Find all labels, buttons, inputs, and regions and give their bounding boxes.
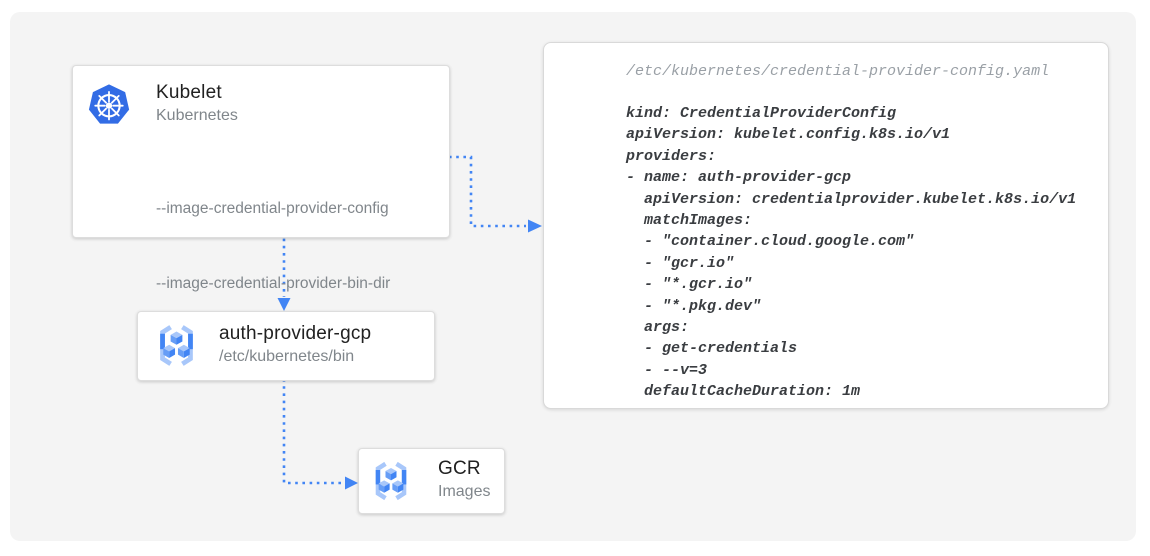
yaml-line: kind: CredentialProviderConfig [626,105,897,122]
config-file-path: /etc/kubernetes/credential-provider-conf… [626,63,1050,80]
yaml-line: - get-credentials [626,340,798,358]
config-file-contents: kind: CredentialProviderConfig apiVersio… [626,103,1108,403]
kubelet-node: Kubelet Kubernetes --image-credential-pr… [72,65,450,292]
yaml-line: - "container.cloud.google.com" [626,233,915,251]
yaml-line: - name: auth-provider-gcp [626,169,852,187]
arrowhead-to-gcr [345,476,358,490]
gcr-subtitle: Images [438,483,491,500]
yaml-line: - "*.gcr.io" [626,276,753,294]
diagram-background: Kubelet Kubernetes --image-credential-pr… [10,12,1136,541]
gcr-title: GCR [438,458,481,479]
yaml-line: defaultCacheDuration: 1m [626,383,861,401]
yaml-line: matchImages: [626,212,753,230]
yaml-line: apiVersion: kubelet.config.k8s.io/v1 [626,126,951,144]
yaml-line: - "*.pkg.dev" [626,297,762,315]
kubelet-title: Kubelet [156,82,222,103]
auth-provider-gcp-node: auth-provider-gcp /etc/kubernetes/bin [137,311,435,381]
kubelet-flags: --image-credential-provider-config --ima… [156,146,390,346]
yaml-line: apiVersion: credentialprovider.kubelet.k… [626,190,1077,208]
flag-image-credential-provider-config: --image-credential-provider-config [156,200,389,217]
auth-provider-gcp-subtitle: /etc/kubernetes/bin [219,348,355,365]
container-registry-icon [160,325,193,366]
auth-provider-gcp-title: auth-provider-gcp [219,323,372,344]
yaml-line: - --v=3 [626,361,708,379]
arrowhead-to-yaml [528,219,542,233]
arrow-authprovider-to-gcr [282,379,343,485]
flag-image-credential-provider-bin-dir: --image-credential-provider-bin-dir [156,275,391,292]
gcr-node: GCR Images [358,448,505,514]
yaml-line: providers: [626,147,717,165]
container-registry-icon [375,461,407,501]
config-file-panel: /etc/kubernetes/credential-provider-conf… [543,42,1109,409]
yaml-line: - "gcr.io" [626,254,735,272]
kubernetes-icon [88,84,130,124]
yaml-line: args: [626,319,690,337]
kubelet-subtitle: Kubernetes [156,107,238,124]
